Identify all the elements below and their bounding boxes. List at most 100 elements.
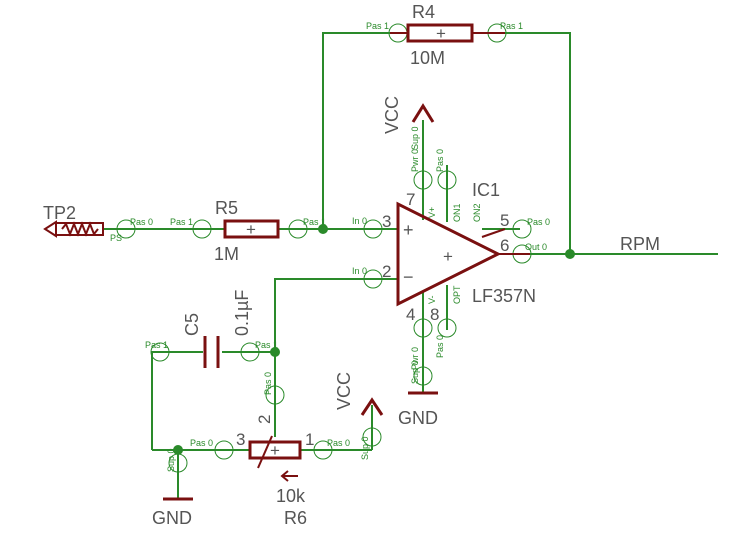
wire-c5-left xyxy=(151,351,203,450)
pin-marker xyxy=(150,342,170,362)
r4-pin-left-label: Pas 1 xyxy=(366,21,389,31)
resistor-r5[interactable]: R5 1M + xyxy=(214,198,280,264)
tp2-spring xyxy=(61,221,99,237)
pin-marker xyxy=(437,170,457,190)
pin-marker xyxy=(413,366,433,386)
r4-center-mark: + xyxy=(436,24,446,43)
gnd-left-label: GND xyxy=(152,508,192,528)
r6-value: 10k xyxy=(276,486,306,506)
resistor-r4[interactable]: R4 10M + xyxy=(390,2,505,68)
c5-pin-left-label: Pas 1 xyxy=(145,340,168,350)
junction-dot xyxy=(270,347,280,357)
ic1-pin7: 7 xyxy=(406,190,415,209)
ic1-pin5-label: Pas 0 xyxy=(527,217,550,227)
r6-pin2: 2 xyxy=(255,415,274,424)
r6-pin1: 1 xyxy=(305,430,314,449)
pin-marker xyxy=(363,269,383,289)
r4-value: 10M xyxy=(410,48,445,68)
vcc-top-sup-label: Sup 0 xyxy=(410,126,420,150)
r6-pin-left-label: Pas 0 xyxy=(190,438,213,448)
pin-marker xyxy=(168,453,188,473)
pin-marker xyxy=(214,440,234,460)
ic1-on1-label: ON1 xyxy=(452,203,462,222)
r5-body xyxy=(223,219,280,239)
c5-value: 0.1µF xyxy=(232,290,252,336)
gnd-ic-sup-label: Sup 0 xyxy=(410,360,420,384)
pin-markers xyxy=(116,23,532,473)
pin-marker xyxy=(265,385,285,405)
pin-marker xyxy=(437,318,457,338)
r5-pin-right-label: Pas 1 xyxy=(303,217,326,227)
power-gnd-ic: GND Sup 0 xyxy=(398,360,438,428)
r6-wiper-arrow-head xyxy=(280,470,289,482)
ic1-pin8: 8 xyxy=(430,305,439,324)
ic1-pin2: 2 xyxy=(382,262,391,281)
r5-center-mark: + xyxy=(246,220,256,239)
ic1-pin6: 6 xyxy=(500,236,509,255)
vcc-top-arrow xyxy=(411,103,435,123)
output-net-label: RPM xyxy=(620,234,660,254)
ic1-pin4: 4 xyxy=(406,305,415,324)
ic1-center-mark: + xyxy=(443,247,453,266)
ic1-on2-lead xyxy=(481,228,506,238)
testpoint-tp2[interactable]: TP2 PS xyxy=(43,203,122,243)
pin-marker xyxy=(288,219,308,239)
pin-marker xyxy=(313,440,333,460)
r5-value: 1M xyxy=(214,244,239,264)
junction-dot xyxy=(173,445,183,455)
junction-dot xyxy=(318,224,328,234)
ic1-pwr0-top-label: Pwr 0 xyxy=(410,149,420,172)
power-vcc-bottom: VCC Sup 0 xyxy=(334,372,384,460)
pin-marker xyxy=(413,318,433,338)
ic1-pin3: 3 xyxy=(382,212,391,231)
ic1-in0-plus-label: In 0 xyxy=(352,216,367,226)
ic1-pwr0-bottom-label: Pwr 0 xyxy=(410,347,420,370)
pin-marker xyxy=(512,219,532,239)
ic1-out0-label: Out 0 xyxy=(525,242,547,252)
r6-pin3: 3 xyxy=(236,430,245,449)
pin-marker xyxy=(116,219,136,239)
ic1-vminus-label: V- xyxy=(427,295,437,304)
wire-feedback-left xyxy=(322,32,390,229)
tp2-body xyxy=(55,222,104,236)
opamp-ic1[interactable]: + − + IC1 LF357N 3 2 7 4 5 6 8 In 0 In 0… xyxy=(352,149,550,370)
wire-feedback-right xyxy=(505,32,571,254)
tp2-name: TP2 xyxy=(43,203,76,223)
r6-pin-right-label: Pas 0 xyxy=(327,438,350,448)
pin-marker xyxy=(413,170,433,190)
tp2-pin-label: PS xyxy=(110,233,122,243)
junction-dot xyxy=(565,249,575,259)
ic1-opt-label: OPT xyxy=(452,285,462,304)
pin-marker xyxy=(363,219,383,239)
wire-minus-input xyxy=(274,278,398,352)
potentiometer-r6[interactable]: + 10k R6 3 1 2 Pas 0 Pas 0 Pas 0 xyxy=(190,372,350,528)
vcc-top-label: VCC xyxy=(382,96,402,134)
ic1-pas0-bottom-label: Pas 0 xyxy=(435,335,445,358)
ic1-vplus-label: V+ xyxy=(427,207,437,218)
power-vcc-top: VCC Sup 0 xyxy=(382,96,435,150)
r6-body xyxy=(248,440,302,460)
vcc-bottom-label: VCC xyxy=(334,372,354,410)
r6-trim-slash xyxy=(257,435,273,469)
ic1-value: LF357N xyxy=(472,286,536,306)
capacitor-c5[interactable]: C5 0.1µF Pas 1 Pas 1 xyxy=(145,290,278,368)
wires xyxy=(103,32,718,498)
ic1-in0-minus-label: In 0 xyxy=(352,266,367,276)
ic1-name: IC1 xyxy=(472,180,500,200)
r6-name: R6 xyxy=(284,508,307,528)
pin-marker xyxy=(362,427,382,447)
ic1-on2-label: ON2 xyxy=(472,203,482,222)
c5-name: C5 xyxy=(182,313,202,336)
vcc-bottom-arrow xyxy=(360,397,384,416)
r6-pin-wiper-label: Pas 0 xyxy=(263,372,273,395)
c5-pin-right-label: Pas 1 xyxy=(255,340,278,350)
ic1-pas0-top-label: Pas 0 xyxy=(435,149,445,172)
ic1-minus-sign: − xyxy=(403,267,414,287)
ic1-pin5: 5 xyxy=(500,211,509,230)
tp2-pin-pas0: Pas 0 xyxy=(130,217,153,227)
tp2-tip xyxy=(43,220,57,238)
vcc-bottom-sup-label: Sup 0 xyxy=(360,436,370,460)
r6-center-mark: + xyxy=(270,441,280,460)
r5-name: R5 xyxy=(215,198,238,218)
